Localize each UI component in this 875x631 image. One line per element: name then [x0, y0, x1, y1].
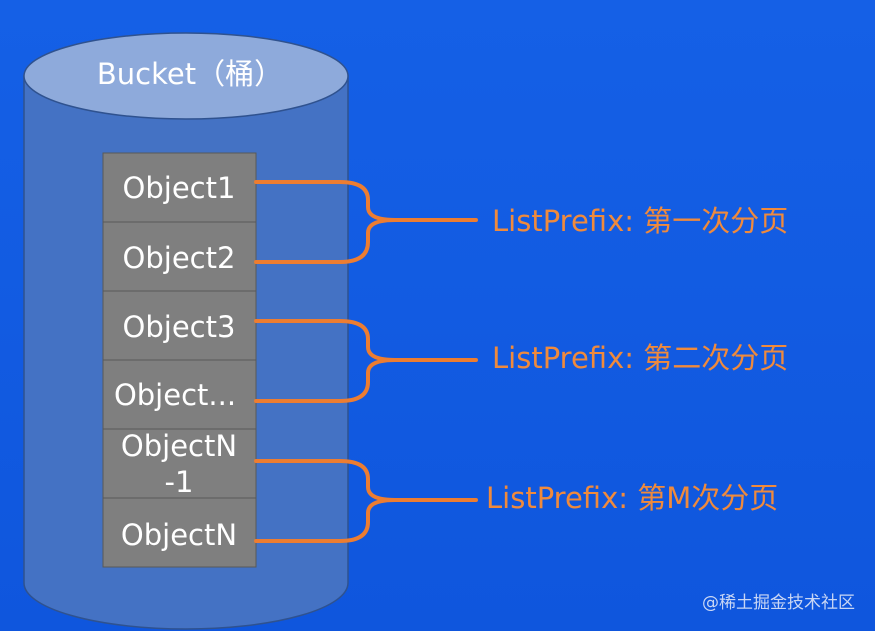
page-label-3: ListPrefix: 第M次分页: [486, 481, 778, 515]
object-box-5: ObjectN -1: [102, 428, 257, 499]
object-list: Object1 Object2 Object3 Object... Object…: [102, 152, 257, 568]
object-label-1: Object1: [123, 171, 236, 205]
watermark: @稀土掘金技术社区: [702, 593, 855, 613]
brace-page-3: [254, 459, 478, 543]
object-label-5: ObjectN: [121, 429, 237, 463]
object-label-6: ObjectN: [121, 518, 237, 552]
object-box-1: Object1: [102, 152, 257, 223]
brace-page-1: [254, 180, 478, 264]
object-box-2: Object2: [102, 221, 257, 292]
brace-page-2: [254, 319, 478, 403]
object-label-3: Object3: [123, 310, 236, 344]
page-label-2: ListPrefix: 第二次分页: [492, 341, 788, 375]
object-box-6: ObjectN: [102, 497, 257, 568]
object-box-3: Object3: [102, 290, 257, 361]
object-label-5-line2: -1: [165, 465, 194, 499]
page-braces: [254, 180, 478, 543]
object-box-4: Object...: [102, 359, 257, 430]
bucket-top: [23, 32, 349, 120]
object-label-2: Object2: [123, 241, 236, 275]
object-label-4: Object...: [114, 378, 236, 412]
page-label-1: ListPrefix: 第一次分页: [492, 204, 788, 238]
page-labels: ListPrefix: 第一次分页 ListPrefix: 第二次分页 List…: [486, 204, 788, 515]
bucket-label: Bucket（桶）: [97, 57, 283, 91]
